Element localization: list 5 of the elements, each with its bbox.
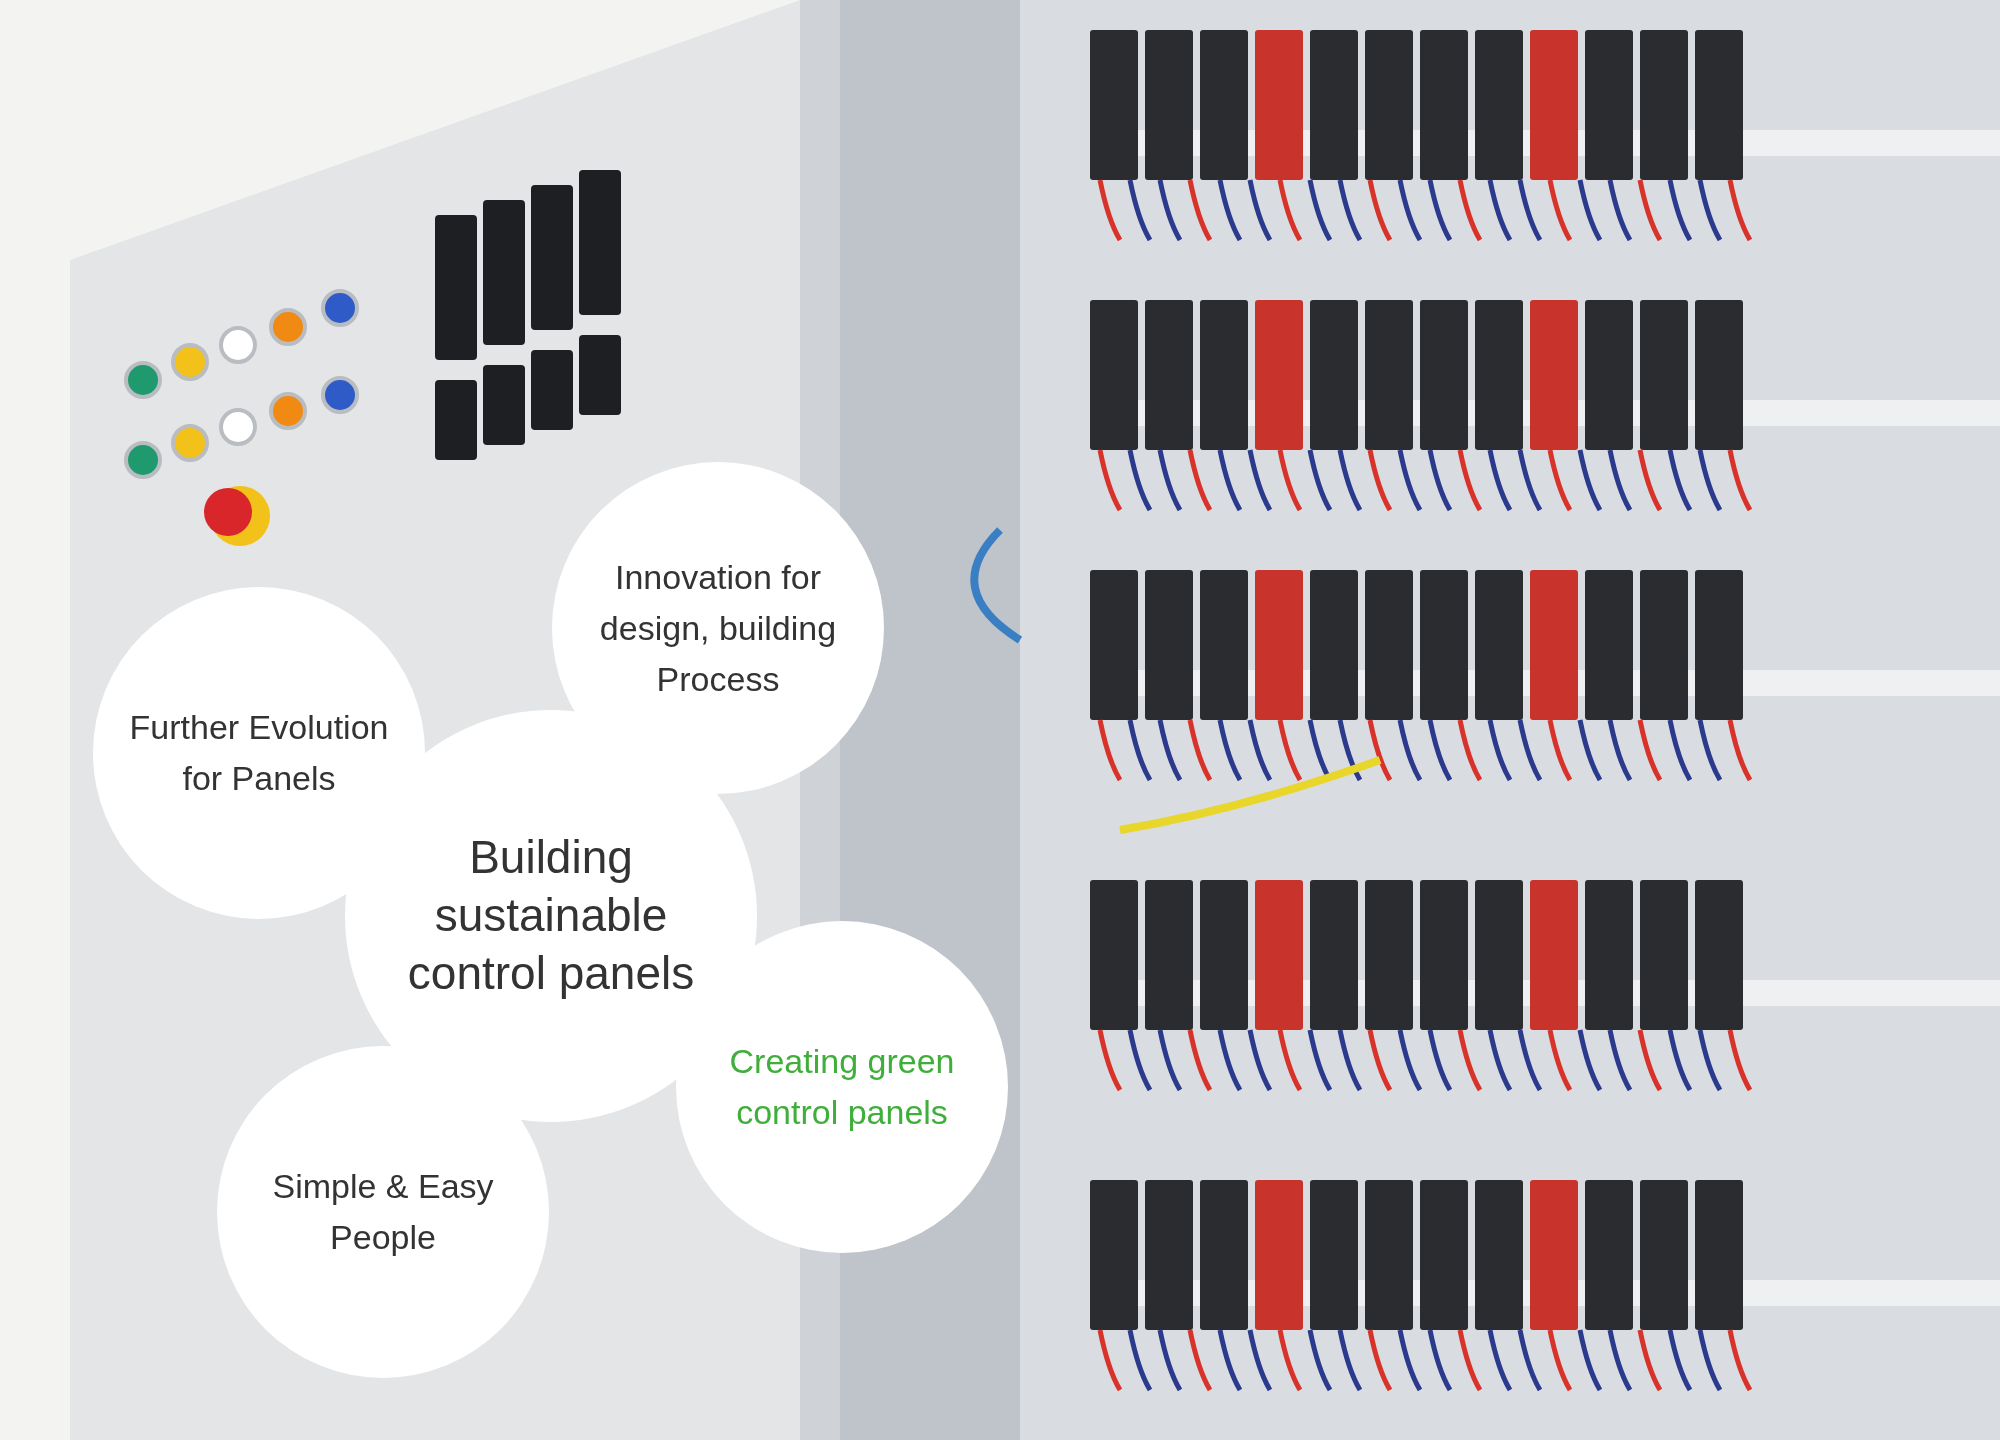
circle-caption: Further Evolution for Panels <box>128 707 390 799</box>
circle-caption: Innovation for design, building Process <box>598 556 838 700</box>
circle-caption: Building sustainable control panels <box>406 830 696 1001</box>
circle-caption: Simple & Easy People <box>271 1166 495 1258</box>
circle-caption: Creating green control panels <box>728 1041 956 1133</box>
